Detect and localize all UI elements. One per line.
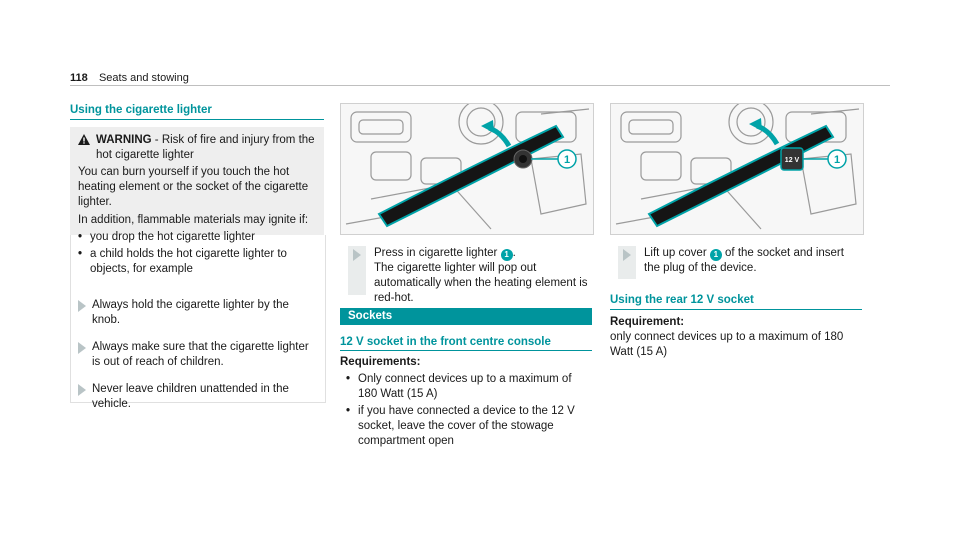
warning-box: WARNING - Risk of fire and injury from t… <box>70 127 324 235</box>
title-rule <box>340 350 592 351</box>
lift-cover-step: Lift up cover 1 of the socket and insert… <box>644 246 862 279</box>
front-socket-title: 12 V socket in the front centre console <box>340 336 551 348</box>
warning-para-2: In addition, flammable materials may ign… <box>78 213 309 226</box>
requirement-text: Only connect devices up to a maximum of … <box>358 372 572 400</box>
step-text: Lift up cover <box>644 247 710 259</box>
warning-bullet: •a child holds the hot cigarette lighter… <box>78 247 310 277</box>
step-text: Always make sure that the cigarette ligh… <box>92 340 309 368</box>
step-arrow-icon <box>353 249 361 261</box>
warning-triangle-icon <box>78 134 90 163</box>
sockets-section-bar: Sockets <box>340 308 592 325</box>
step-text-end: of the socket and insert the plug of the… <box>644 247 844 274</box>
callout-badge: 1 <box>500 249 513 261</box>
warning-bullet-text: a child holds the hot cigarette lighter … <box>90 247 287 275</box>
requirement-text: only connect devices up to a maximum of … <box>610 330 844 358</box>
step-text: Press in cigarette lighter <box>374 247 501 259</box>
requirement-item: •if you have connected a device to the 1… <box>340 404 592 449</box>
requirements-heading: Requirements: <box>340 356 421 368</box>
warning-bullet: •you drop the hot cigarette lighter <box>78 230 255 243</box>
step-item: Never leave children unattended in the v… <box>78 382 314 412</box>
warning-label: WARNING <box>96 134 152 146</box>
page-header: 118 Seats and stowing <box>70 71 890 86</box>
warning-heading-text: - Risk of fire and injury from the hot c… <box>96 134 315 161</box>
rear-socket-title: Using the rear 12 V socket <box>610 294 754 306</box>
title-rule <box>610 309 862 310</box>
chapter-title: Seats and stowing <box>98 72 189 84</box>
warning-steps-panel <box>70 235 326 403</box>
page-number: 118 <box>70 72 88 84</box>
step-arrow-icon <box>78 300 86 312</box>
step-result: The cigarette lighter will pop out autom… <box>374 262 588 304</box>
step-item: Always make sure that the cigarette ligh… <box>78 340 314 370</box>
warning-para-1: You can burn yourself if you touch the h… <box>78 166 309 208</box>
rear-socket-illustration: 12 V 1 <box>610 103 864 235</box>
requirement-heading: Requirement: <box>610 316 685 328</box>
callout-label: 1 <box>834 154 840 166</box>
socket-label: 12 V <box>785 157 800 164</box>
step-text: Always hold the cigarette lighter by the… <box>92 299 289 326</box>
callout-label: 1 <box>564 154 570 166</box>
step-arrow-icon <box>623 249 631 261</box>
warning-bullet-text: you drop the hot cigarette lighter <box>90 230 255 243</box>
requirement-text: if you have connected a device to the 12… <box>358 404 575 447</box>
cigarette-lighter-illustration: 1 <box>340 103 594 235</box>
callout-badge: 1 <box>709 249 722 261</box>
warning-heading: WARNING - Risk of fire and injury from t… <box>96 133 316 163</box>
press-lighter-step: Press in cigarette lighter 1. The cigare… <box>374 246 592 306</box>
step-item: Always hold the cigarette lighter by the… <box>78 298 314 328</box>
step-arrow-icon <box>78 341 86 354</box>
step-text-end: . <box>512 247 516 259</box>
step-text: Never leave children unattended in the v… <box>92 382 289 410</box>
cigarette-lighter-title: Using the cigarette lighter <box>70 104 212 116</box>
title-rule <box>70 119 324 120</box>
requirement-item: •Only connect devices up to a maximum of… <box>340 372 592 402</box>
step-arrow-icon <box>78 383 86 396</box>
